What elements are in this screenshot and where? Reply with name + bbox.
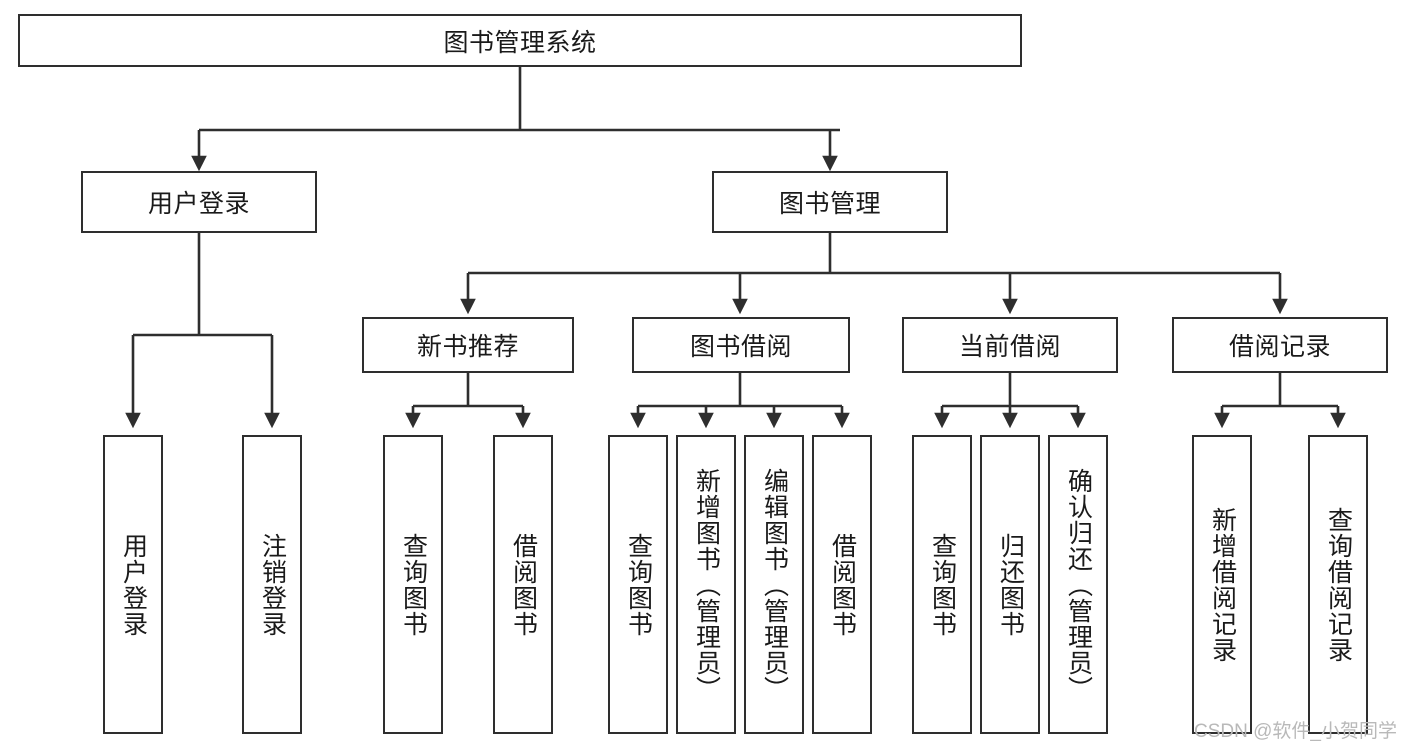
node-root[interactable]: 图书管理系统 [18,14,1022,67]
node-leaf-return-book-label: 归还图书 [996,532,1025,637]
node-leaf-edit-book-label: 编辑图书（管理员） [760,467,789,702]
node-leaf-query-record[interactable]: 查询借阅记录 [1308,435,1368,734]
node-leaf-user-login[interactable]: 用户登录 [103,435,163,734]
node-book-manage[interactable]: 图书管理 [712,171,948,233]
node-book-manage-label: 图书管理 [778,190,881,218]
node-leaf-confirm-return-label: 确认归还（管理员） [1064,467,1093,702]
node-book-borrow-label: 图书借阅 [689,333,792,361]
node-leaf-borrow-book-1-label: 借阅图书 [509,532,538,637]
node-leaf-query-book-1-label: 查询图书 [399,532,428,637]
node-current-borrow[interactable]: 当前借阅 [902,317,1118,373]
node-root-label: 图书管理系统 [443,28,597,57]
node-leaf-add-book-label: 新增图书（管理员） [692,467,721,702]
node-leaf-confirm-return[interactable]: 确认归还（管理员） [1048,435,1108,734]
node-leaf-borrow-book-1[interactable]: 借阅图书 [493,435,553,734]
node-current-borrow-label: 当前借阅 [958,333,1061,361]
node-leaf-user-logout-label: 注销登录 [258,532,287,637]
node-leaf-add-record[interactable]: 新增借阅记录 [1192,435,1252,734]
node-borrow-record-label: 借阅记录 [1228,333,1331,361]
node-new-book-recommend[interactable]: 新书推荐 [362,317,574,373]
node-leaf-add-book[interactable]: 新增图书（管理员） [676,435,736,734]
node-leaf-borrow-book-2-label: 借阅图书 [828,532,857,637]
node-leaf-query-book-2[interactable]: 查询图书 [608,435,668,734]
node-borrow-record[interactable]: 借阅记录 [1172,317,1388,373]
node-leaf-user-logout[interactable]: 注销登录 [242,435,302,734]
node-leaf-edit-book[interactable]: 编辑图书（管理员） [744,435,804,734]
node-leaf-add-record-label: 新增借阅记录 [1208,506,1237,663]
node-user-login-label: 用户登录 [147,190,250,218]
node-leaf-user-login-label: 用户登录 [119,532,148,637]
node-leaf-query-book-3[interactable]: 查询图书 [912,435,972,734]
node-new-book-recommend-label: 新书推荐 [416,333,519,361]
node-leaf-query-book-2-label: 查询图书 [624,532,653,637]
node-leaf-query-book-1[interactable]: 查询图书 [383,435,443,734]
node-book-borrow[interactable]: 图书借阅 [632,317,850,373]
csdn-watermark: CSDN @软件_小贺同学 [1194,721,1397,742]
node-user-login[interactable]: 用户登录 [81,171,317,233]
node-leaf-borrow-book-2[interactable]: 借阅图书 [812,435,872,734]
node-leaf-return-book[interactable]: 归还图书 [980,435,1040,734]
node-leaf-query-record-label: 查询借阅记录 [1324,506,1353,663]
node-leaf-query-book-3-label: 查询图书 [928,532,957,637]
